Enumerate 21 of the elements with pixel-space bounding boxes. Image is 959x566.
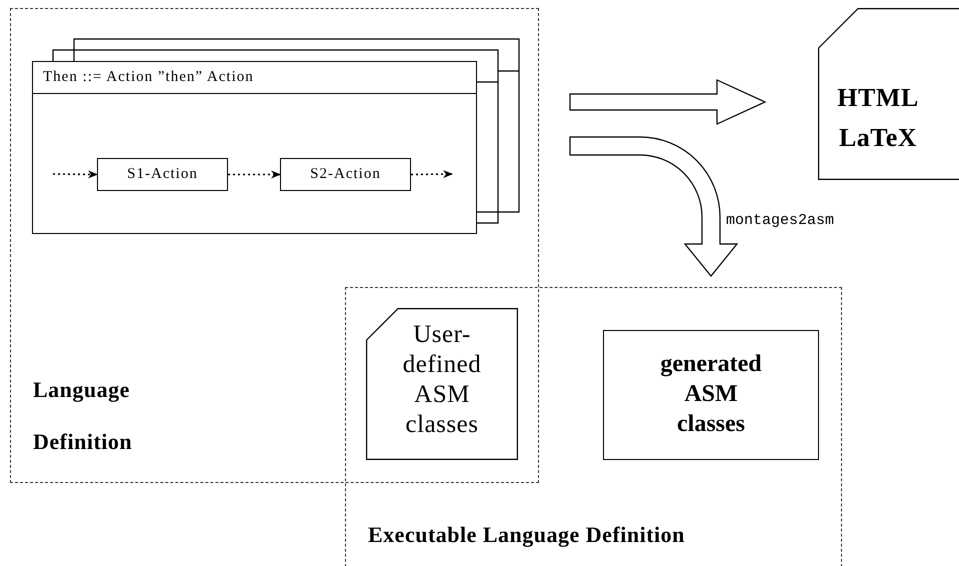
action-label: S2-Action [309,165,382,184]
document-shape [366,308,518,460]
region-title: Language Definition [33,376,134,456]
box-label: generated ASM classes [659,350,763,439]
block-arrow [569,79,766,125]
action-label: S1-Action [126,165,199,184]
class-box [603,330,819,460]
region-title: Executable Language Definition [368,521,686,549]
action-box [280,158,411,191]
dotted-arrow [53,170,98,178]
dotted-arrow [410,170,453,178]
edge-label: montages2asm [726,212,834,229]
card-header: Then ::= Action ”then” Action [33,62,476,94]
montage-card [32,61,477,234]
block-arrow [569,136,738,277]
dashed-region [345,287,842,566]
action-box [97,158,228,191]
document-shape [818,8,959,180]
dotted-arrow [228,170,281,178]
document-label: User-defined ASM classes [402,320,482,440]
document-label: HTML LaTeX [836,82,920,154]
